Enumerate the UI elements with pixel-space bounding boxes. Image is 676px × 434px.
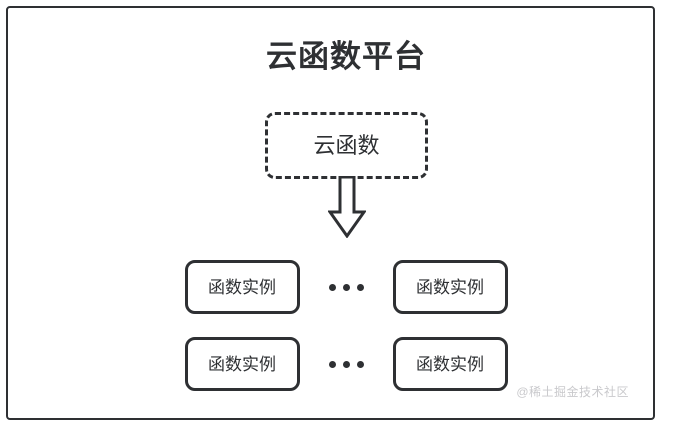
ellipsis-dot: [328, 283, 336, 291]
function-instance-box[interactable]: 函数实例: [184, 337, 300, 391]
down-block-arrow-icon: [327, 175, 367, 239]
function-instance-label: 函数实例: [208, 354, 276, 374]
function-instance-label: 函数实例: [208, 277, 276, 297]
ellipsis-icon: [300, 260, 393, 314]
function-instance-label: 函数实例: [416, 354, 484, 374]
ellipsis-dot: [356, 360, 364, 368]
function-instance-box[interactable]: 函数实例: [392, 337, 508, 391]
cloud-function-node[interactable]: 云函数: [265, 112, 428, 179]
ellipsis-dot: [342, 283, 350, 291]
cloud-function-label: 云函数: [313, 132, 380, 158]
instance-row-1: 函数实例 函数实例: [8, 260, 676, 314]
instance-row-2: 函数实例 函数实例: [8, 337, 676, 391]
page-title: 云函数平台: [266, 39, 426, 74]
function-instance-box[interactable]: 函数实例: [184, 260, 300, 314]
function-instance-box[interactable]: 函数实例: [392, 260, 508, 314]
ellipsis-dot: [356, 283, 364, 291]
ellipsis-dot: [342, 360, 350, 368]
watermark: @稀土掘金技术社区: [516, 385, 629, 399]
ellipsis-icon: [300, 337, 393, 391]
cloud-function-platform-frame: 云函数平台 云函数 函数实例 函数实例 函数实例: [6, 6, 655, 420]
ellipsis-dot: [328, 360, 336, 368]
function-instance-label: 函数实例: [416, 277, 484, 297]
